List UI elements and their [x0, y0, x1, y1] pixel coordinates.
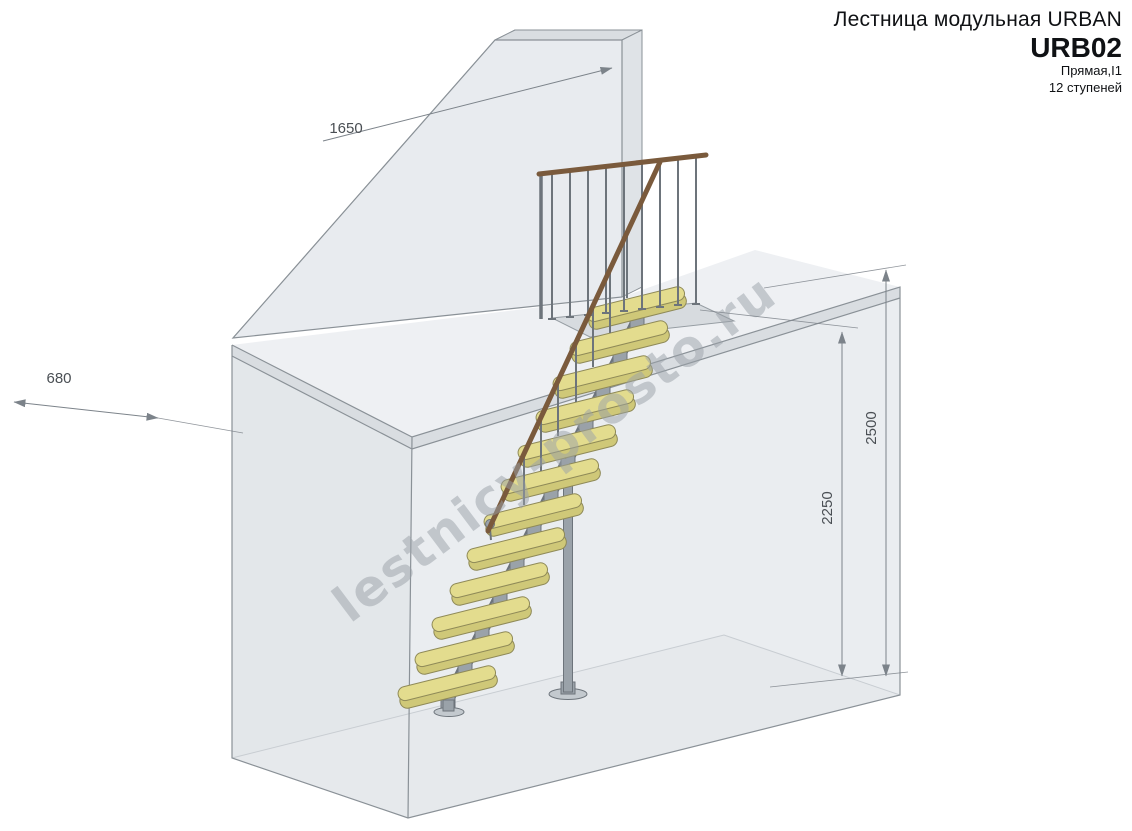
dimension-value: 2250	[819, 491, 836, 524]
model-code: URB02	[1030, 32, 1122, 63]
staircase	[397, 152, 709, 717]
dimension-line	[322, 66, 613, 142]
product-title: Лестница модульная URBAN	[833, 8, 1122, 31]
dimension-680: 680	[13, 370, 244, 434]
bottom-support	[442, 699, 455, 712]
dimension-value: 2500	[863, 411, 880, 444]
step-tread	[466, 527, 567, 571]
wall-top-face	[494, 29, 643, 41]
dimension-2500: 2500	[763, 264, 909, 688]
dimension-2250: 2250	[699, 309, 859, 677]
dimensions: 1650 680 2500 2250	[13, 66, 909, 688]
step-tread	[414, 631, 515, 675]
sloped-handrail	[485, 159, 663, 534]
extension-line	[699, 309, 859, 329]
step-tread	[500, 458, 601, 502]
step-count-label: 12 ступеней	[1048, 80, 1122, 96]
dimension-value: 680	[46, 370, 71, 387]
dimension-line	[13, 399, 159, 421]
dimension-1650: 1650	[322, 66, 613, 142]
step-tread	[397, 665, 498, 709]
room-outline	[231, 286, 901, 819]
landing-handrail	[536, 152, 709, 177]
wall-front-face	[231, 39, 623, 339]
dimension-value: 1650	[329, 120, 362, 137]
stair-balusters	[523, 235, 628, 505]
title-block: Лестница модульная URBAN URB02 Прямая,I1…	[834, 8, 1122, 97]
stair-type-label: Прямая,I1	[1060, 63, 1122, 79]
room-left-face	[232, 345, 412, 818]
room-floor	[232, 635, 900, 818]
step-tread	[431, 596, 532, 640]
extension-line	[157, 417, 244, 434]
upper-floor-surface	[232, 250, 900, 437]
step-tread	[449, 562, 550, 606]
extension-line	[763, 264, 907, 289]
